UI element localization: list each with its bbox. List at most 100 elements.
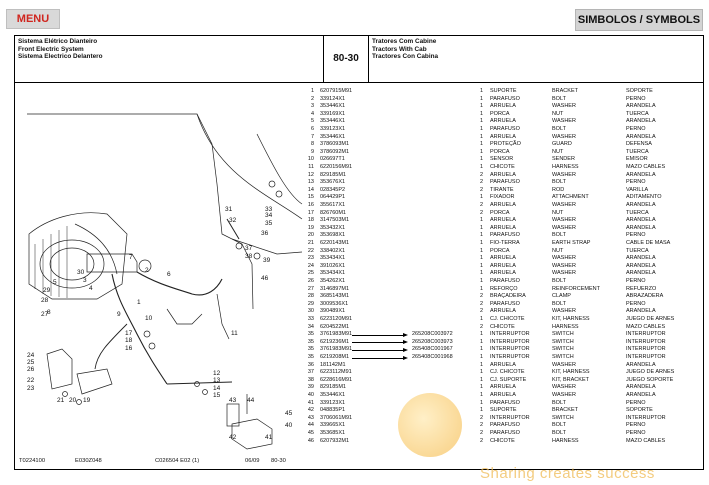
desc-pt: CHICOTE — [490, 323, 515, 330]
part-number: 339169X1 — [320, 110, 346, 117]
desc-pt: ARRUELA — [490, 392, 516, 398]
desc-en: BOLT — [552, 399, 566, 406]
callout-37: 37 — [245, 245, 253, 252]
quantity: 1 — [480, 354, 484, 360]
desc-en: NUT — [552, 209, 564, 216]
desc-en: KIT, BRACKET — [552, 376, 589, 383]
desc-es: PERNO — [626, 399, 646, 406]
callout-21: 21 — [57, 397, 65, 404]
ref-number: 29 — [307, 300, 314, 307]
ref-number: 3 — [310, 103, 314, 110]
quantity: 1 — [480, 247, 484, 254]
callout-20: 20 — [69, 397, 77, 404]
ref-number: 41 — [307, 399, 314, 406]
quantity: 2 — [480, 308, 484, 315]
desc-en: WASHER — [552, 217, 576, 224]
ref-number: 39 — [307, 384, 314, 391]
part-number: 339123X1 — [320, 126, 346, 132]
callout-22: 22 — [27, 377, 35, 384]
menu-button[interactable]: MENU — [6, 9, 60, 29]
desc-en: WASHER — [552, 270, 576, 277]
serial-number: 265208C003972 — [412, 331, 453, 338]
desc-en: WASHER — [552, 384, 576, 391]
desc-en: BOLT — [552, 300, 566, 307]
desc-en: WASHER — [552, 262, 576, 269]
desc-es: ARANDELA — [626, 361, 656, 368]
part-number: 028345P2 — [320, 186, 346, 193]
callout-25: 25 — [27, 359, 35, 366]
part-number: 339123X1 — [320, 399, 346, 406]
ref-number: 28 — [307, 293, 314, 300]
callout-2: 2 — [145, 267, 149, 274]
quantity: 1 — [480, 255, 484, 262]
desc-pt: INTERRUPTOR — [490, 414, 530, 421]
desc-pt: CJ. CHICOTE — [490, 369, 525, 376]
ref-number: 45 — [307, 430, 314, 436]
desc-es: CABLE DE MASA — [626, 240, 671, 246]
quantity: 2 — [480, 323, 484, 330]
desc-en: BOLT — [552, 95, 566, 102]
callout-13: 13 — [213, 377, 221, 384]
desc-es: ARANDELA — [626, 202, 656, 208]
quantity: 2 — [480, 202, 484, 208]
desc-es: ARANDELA — [626, 118, 656, 125]
desc-pt: PARAFUSO — [490, 430, 520, 436]
top-bar: MENU SIMBOLOS / SYMBOLS — [0, 0, 709, 32]
part-number: 3761983M91 — [320, 331, 353, 338]
part-number: 064429P1 — [320, 194, 346, 201]
quantity: 1 — [480, 194, 484, 201]
desc-es: MAZO CABLES — [626, 323, 666, 330]
ref-number: 37 — [307, 369, 314, 376]
desc-en: WASHER — [552, 255, 576, 262]
footer-date: 06/09 — [245, 458, 260, 464]
part-number: 353434X1 — [320, 270, 346, 277]
ref-number: 16 — [307, 202, 314, 208]
callout-23: 23 — [27, 385, 35, 392]
quantity: 2 — [480, 186, 484, 193]
desc-pt: FIO-TERRA — [490, 240, 520, 246]
ref-number: 42 — [307, 407, 314, 414]
desc-es: PERNO — [626, 300, 646, 307]
ref-number: 35 — [307, 354, 314, 360]
quantity: 1 — [480, 217, 484, 224]
ref-number: 13 — [307, 179, 314, 186]
desc-pt: PORCA — [490, 110, 510, 117]
ref-number: 18 — [307, 217, 314, 224]
desc-pt: TIRANTE — [490, 186, 514, 193]
desc-pt: ARRUELA — [490, 133, 516, 140]
callout-8: 8 — [47, 309, 51, 316]
callout-26: 26 — [27, 366, 35, 373]
desc-es: SOPORTE — [626, 88, 653, 94]
desc-pt: ARRUELA — [490, 224, 516, 231]
part-number: 6219208M1 — [320, 354, 350, 360]
quantity: 1 — [480, 240, 484, 246]
ref-number: 26 — [307, 278, 314, 284]
symbols-button[interactable]: SIMBOLOS / SYMBOLS — [575, 9, 703, 31]
ref-number: 10 — [307, 156, 314, 163]
desc-es: INTERRUPTOR — [626, 331, 666, 338]
desc-en: SENDER — [552, 156, 575, 163]
desc-es: ARANDELA — [626, 270, 656, 277]
desc-es: TUERCA — [626, 247, 649, 254]
desc-pt: FIXADOR — [490, 194, 515, 201]
ref-number: 44 — [307, 422, 314, 429]
ref-number: 36 — [307, 361, 314, 368]
model-pt: Tratores Com Cabine — [372, 38, 437, 45]
callout-4: 4 — [89, 285, 93, 292]
desc-pt: ARRUELA — [490, 118, 516, 125]
desc-pt: PARAFUSO — [490, 399, 520, 406]
desc-en: EARTH STRAP — [552, 240, 591, 246]
quantity: 1 — [480, 164, 484, 170]
desc-en: BOLT — [552, 126, 566, 132]
desc-es: MAZO CABLES — [626, 164, 666, 170]
part-number: 3146897M1 — [320, 285, 350, 292]
part-number: 6207932M1 — [320, 437, 350, 444]
quantity: 1 — [480, 232, 484, 239]
